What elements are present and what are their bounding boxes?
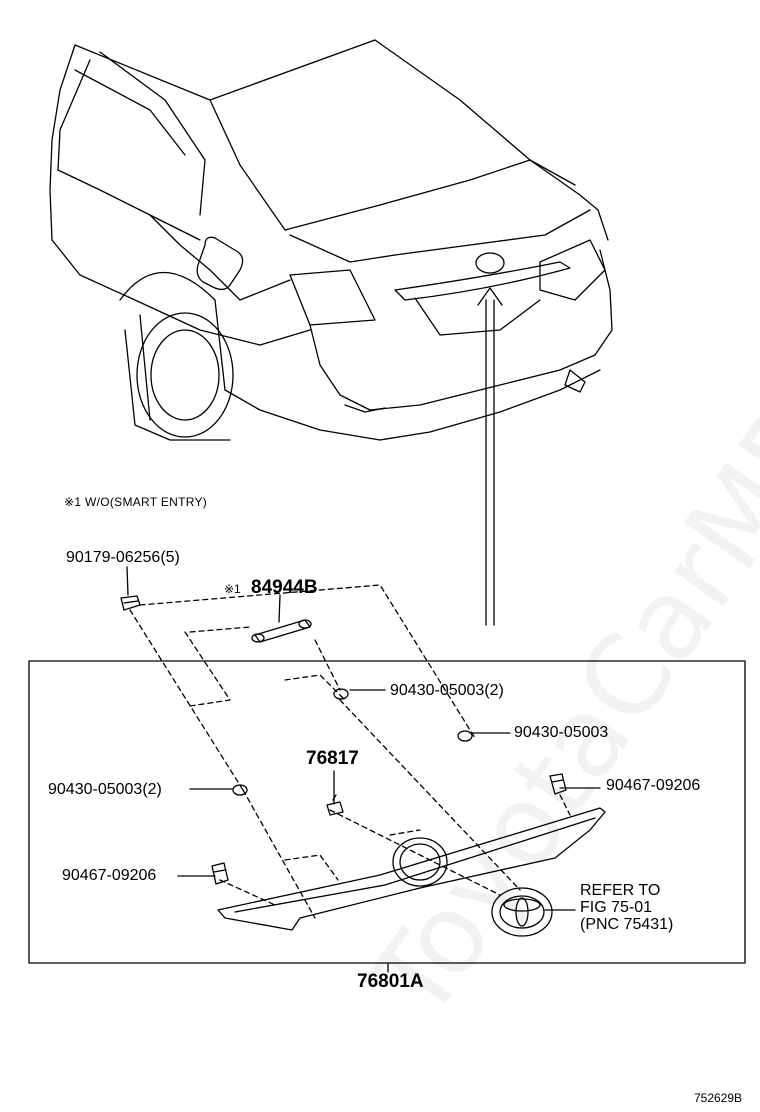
part-label-90467-right: 90467-09206: [606, 777, 701, 794]
luggage-garnish: [217, 807, 606, 931]
part-label-90430-a: 90430-05003(2): [390, 682, 504, 699]
refer-note: REFER TO FIG 75-01 (PNC 75431): [580, 882, 673, 933]
leader-lines: [129, 584, 571, 919]
part-label-90430-b: 90430-05003: [514, 724, 609, 741]
part-label-76817: 76817: [306, 748, 359, 769]
part-label-84944b: 84944B: [251, 577, 318, 598]
refer-line-1: REFER TO: [580, 882, 661, 899]
nut-90430-c: [232, 784, 248, 796]
nut-90430-b: [457, 730, 473, 742]
nut-90430-a: [333, 688, 349, 700]
clip-90467-left: [211, 862, 229, 885]
refer-line-2: FIG 75-01: [580, 899, 653, 916]
retainer-84944b: [251, 619, 312, 643]
car-illustration: [49, 39, 613, 441]
part-label-90179: 90179-06256(5): [66, 549, 180, 566]
assembly-frame: [28, 660, 746, 964]
part-label-90430-c: 90430-05003(2): [48, 781, 162, 798]
clip-76817: [326, 794, 344, 816]
callout-arrow: [477, 287, 503, 626]
diagram-id: 752629B: [694, 1091, 743, 1105]
part-label-prefix: ※1: [224, 582, 241, 596]
part-label-90467-left: 90467-09206: [62, 867, 157, 884]
refer-line-3: (PNC 75431): [580, 916, 674, 933]
toyota-emblem: [491, 887, 553, 937]
clip-90179: [120, 595, 141, 611]
note-smart-entry: ※1 W/O(SMART ENTRY): [64, 495, 208, 509]
clip-90467-right: [549, 773, 567, 795]
part-label-76801a: 76801A: [357, 971, 424, 992]
